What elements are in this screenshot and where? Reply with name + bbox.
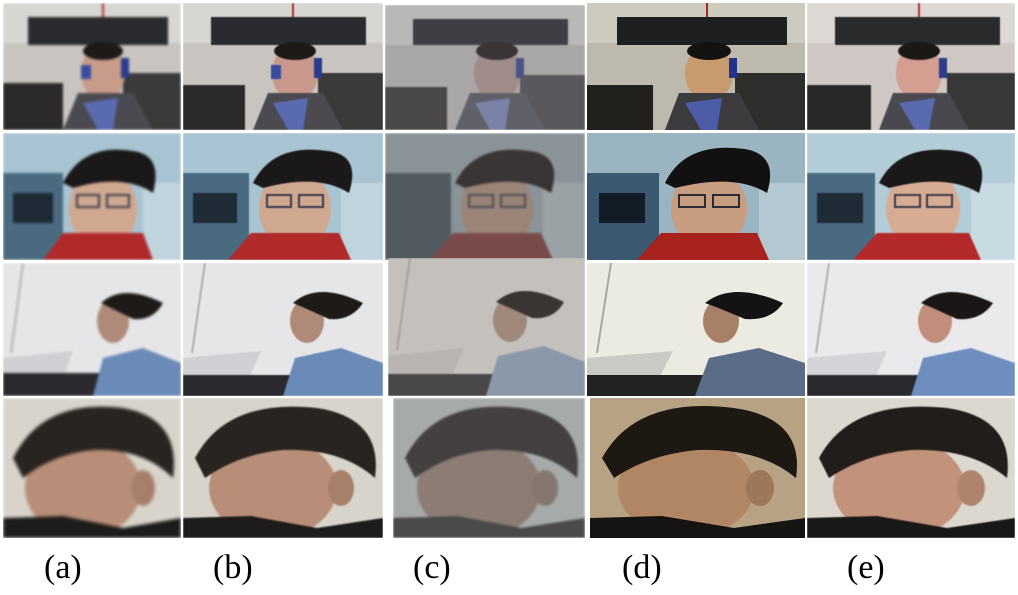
image-row3-col-a: [3, 263, 181, 396]
image-row2-col-b: [183, 133, 383, 260]
image-row4-col-a: [3, 398, 181, 538]
image-row4-col-b: [183, 398, 383, 538]
image-row4-col-d: [590, 398, 805, 538]
image-grid: [3, 3, 1015, 538]
image-row1-col-c: [385, 5, 585, 130]
image-row1-col-e: [807, 3, 1015, 130]
image-row2-col-c: [385, 133, 585, 260]
caption-a: (a): [44, 549, 82, 586]
image-row3-col-e: [807, 263, 1015, 396]
image-row3-col-d: [587, 263, 805, 396]
caption-c: (c): [413, 549, 451, 586]
image-row1-col-d: [587, 3, 805, 130]
image-row4-col-c: [393, 398, 585, 538]
image-row4-col-e: [807, 398, 1015, 538]
image-row1-col-b: [183, 3, 383, 130]
image-row1-col-a: [3, 3, 181, 130]
image-row3-col-c: [388, 258, 585, 396]
caption-b: (b): [213, 549, 253, 586]
caption-d: (d): [622, 549, 662, 586]
caption-e: (e): [847, 549, 885, 586]
image-row2-col-d: [587, 133, 805, 260]
image-row2-col-e: [807, 133, 1015, 260]
image-row3-col-b: [183, 263, 383, 396]
image-row2-col-a: [3, 133, 181, 260]
